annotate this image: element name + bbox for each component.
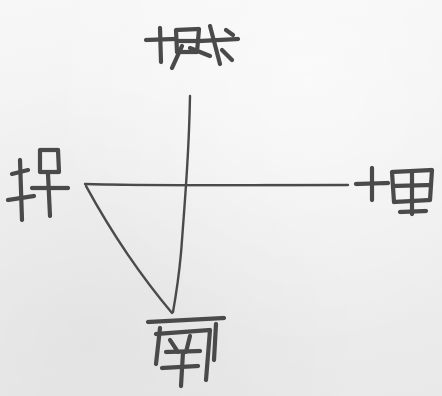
south-label: 南 <box>150 330 192 372</box>
north-south-line <box>173 96 190 312</box>
west-label: 西 <box>8 160 50 202</box>
east-label: 東 <box>360 165 402 207</box>
east-west-line <box>85 184 348 185</box>
north-label: 北 <box>150 22 192 64</box>
triangle-hypotenuse-line <box>86 186 172 313</box>
direction-lines <box>85 96 348 313</box>
